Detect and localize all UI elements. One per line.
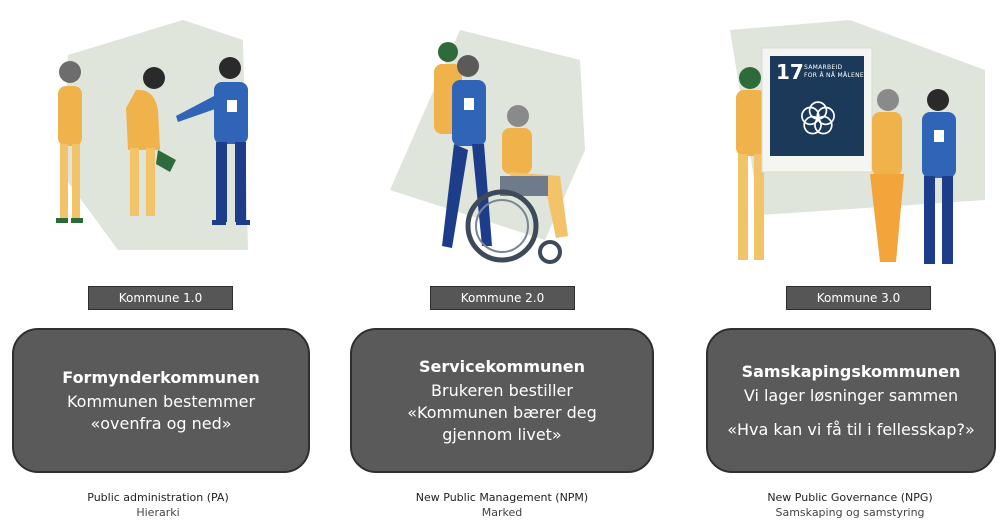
illustration-samskapingskommunen (730, 20, 985, 264)
person-official-icon (922, 89, 956, 264)
model-box-servicekommunen: Servicekommunen Brukeren bestiller «Komm… (350, 328, 654, 473)
model-line: Kommunen bestemmer (66, 391, 256, 411)
model-box-formynderkommunen: Formynderkommunen Kommunen bestemmer «ov… (12, 328, 310, 473)
panel-kommune-2: Kommune 2.0 Servicekommunen Brukeren bes… (350, 0, 654, 520)
caption-sub: Hierarki (136, 506, 180, 519)
person-official-icon (176, 57, 250, 225)
model-title: Samskapingskommunen (741, 361, 961, 381)
caption: New Public Governance (NPG) Samskaping o… (700, 490, 1000, 520)
caption: Public administration (PA) Hierarki (8, 490, 308, 520)
caption-main: New Public Governance (NPG) (767, 491, 933, 504)
sdg-goal-card: 17 SAMARBEID FOR Å NÅ MÅLENE (770, 56, 864, 156)
caption-main: Public administration (PA) (87, 491, 229, 504)
caption-sub: Marked (481, 506, 523, 519)
illustration-formynderkommunen (56, 20, 250, 250)
caption: New Public Management (NPM) Marked (350, 490, 654, 520)
caption-sub: Samskaping og samstyring (775, 506, 925, 519)
person-wheelchair-user-icon (500, 105, 568, 238)
model-line: gjennom livet» (442, 424, 562, 444)
model-line: «ovenfra og ned» (90, 413, 232, 433)
panel-kommune-3: 17 SAMARBEID FOR Å NÅ MÅLENE Kommune 3.0… (700, 0, 1000, 520)
version-tag: Kommune 2.0 (430, 286, 575, 310)
person-elderly-woman-icon (870, 89, 904, 262)
person-official-icon (442, 55, 492, 248)
sdg-label-line1: SAMARBEID (804, 64, 843, 71)
person-man-icon (736, 67, 766, 260)
model-title: Servicekommunen (418, 356, 586, 376)
model-title: Formynderkommunen (62, 367, 260, 387)
wheelchair-icon (465, 189, 562, 264)
model-line: Vi lager løsninger sammen (743, 385, 959, 405)
model-line: Brukeren bestiller (431, 380, 573, 400)
model-box-samskapingskommunen: Samskapingskommunen Vi lager løsninger s… (706, 328, 996, 473)
person-bowing-icon (126, 67, 176, 216)
version-tag: Kommune 3.0 (786, 286, 931, 310)
sdg-number: 17 (776, 60, 804, 84)
sdg-label-line2: FOR Å NÅ MÅLENE (804, 72, 864, 79)
panel-kommune-1: Kommune 1.0 Formynderkommunen Kommunen b… (8, 0, 310, 520)
model-line: «Kommunen bærer deg (407, 402, 597, 422)
model-quote: «Hva kan vi få til i fellesskap?» (727, 419, 975, 439)
sdg-flower-icon (801, 101, 835, 135)
caption-main: New Public Management (NPM) (415, 491, 589, 504)
person-woman-icon (56, 61, 83, 223)
version-tag: Kommune 1.0 (88, 286, 233, 310)
illustration-servicekommunen (390, 30, 585, 264)
